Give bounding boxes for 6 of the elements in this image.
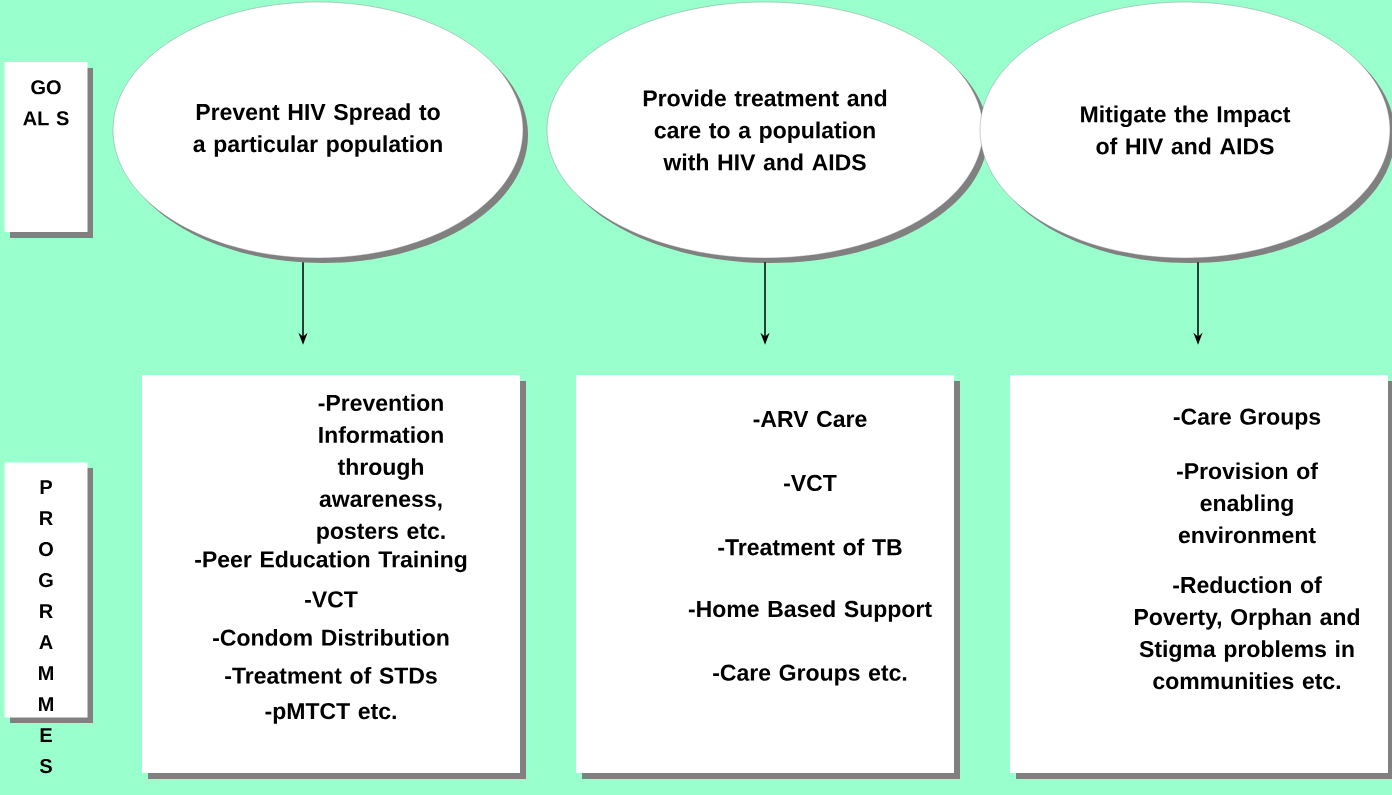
programme-box: -Care Groups -Provision of enabling environment -Reduction of Poverty, Orphan and Stigma problems in communities etc. bbox=[1010, 375, 1392, 779]
node-label: E S bbox=[39, 728, 52, 774]
programme-box: -Prevention Information through awareness, posters etc. -Peer Education Training -VCT -Condom Distribution -Treatment of STDs -pMTCT etc. bbox=[142, 375, 526, 779]
label-box: GO AL S bbox=[4, 62, 93, 238]
label-box: P R O G R A M M E S bbox=[4, 462, 93, 774]
programme-box: -ARV Care -VCT -Treatment of TB -Home Based Support -Care Groups etc. bbox=[576, 375, 960, 779]
